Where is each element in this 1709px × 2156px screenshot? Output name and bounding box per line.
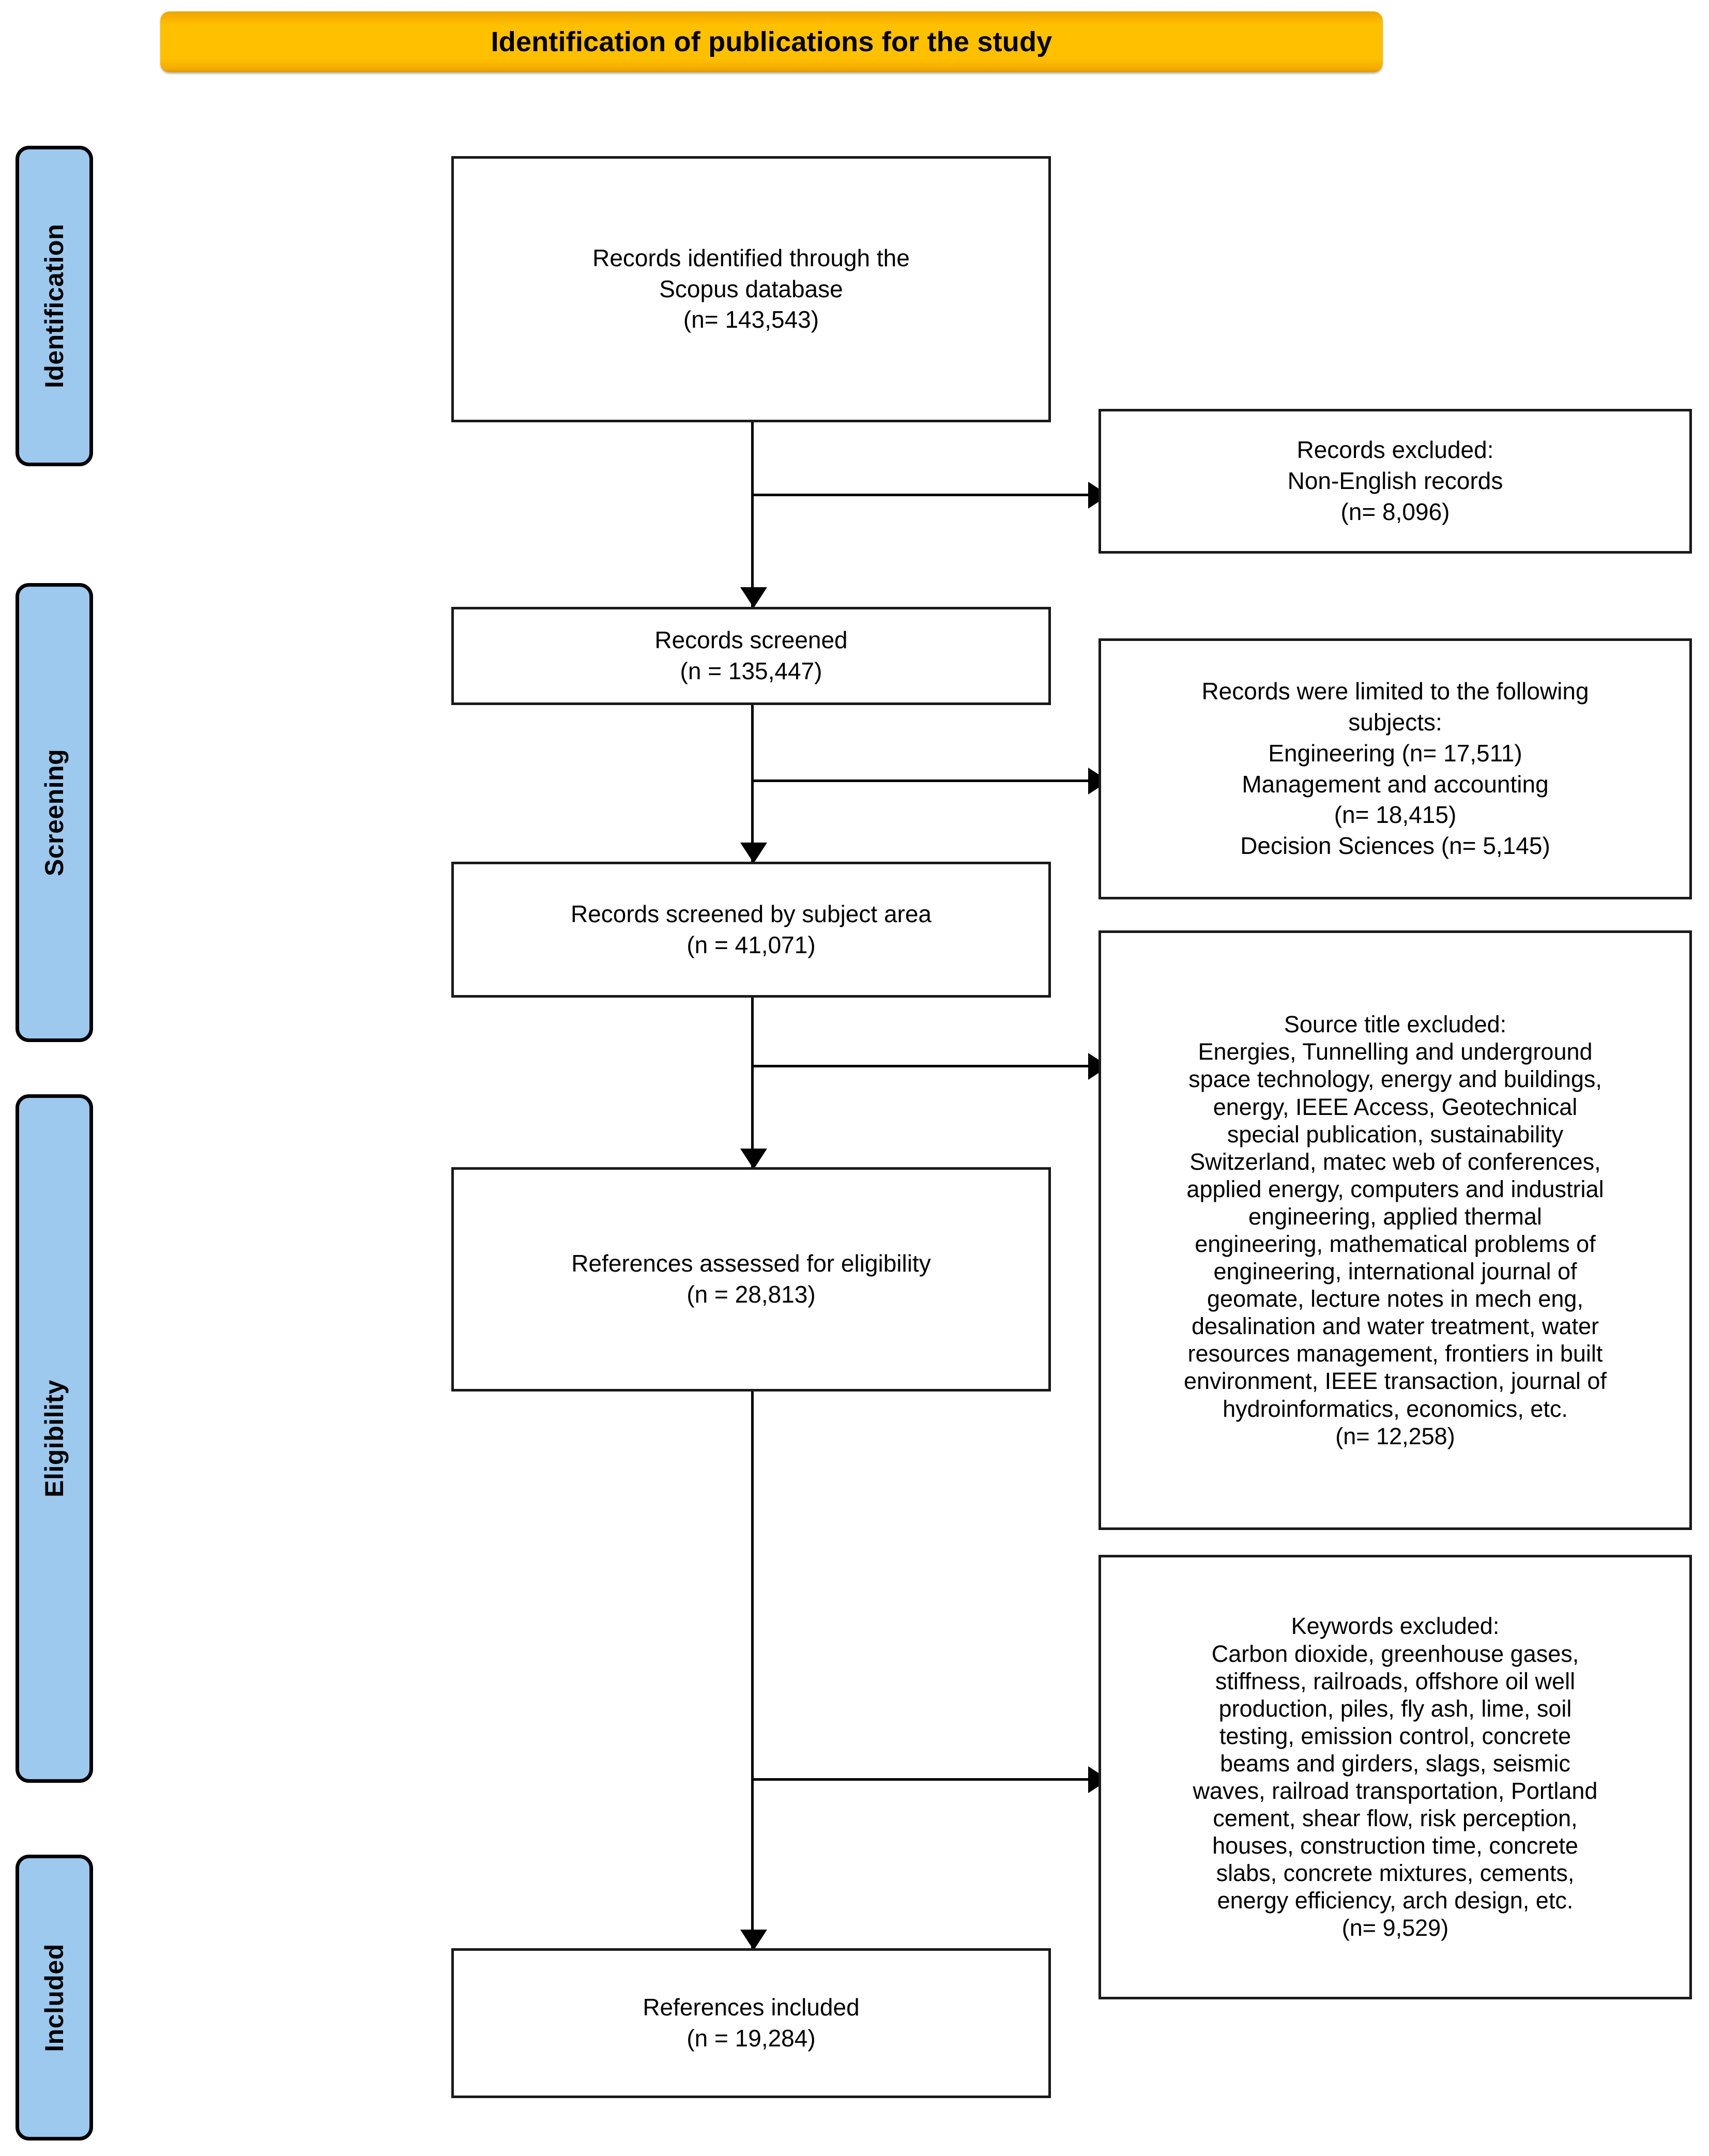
connector-assessed-to-included xyxy=(751,1390,754,1950)
arrowhead-to-screened xyxy=(740,587,767,608)
box-references-included-text: References included (n = 19,284) xyxy=(643,1994,860,2052)
box-records-screened-text: Records screened (n = 135,447) xyxy=(654,626,848,684)
box-references-assessed: References assessed for eligibility (n =… xyxy=(451,1167,1051,1392)
box-records-screened-by-subject-area-text: Records screened by subject area (n = 41… xyxy=(570,900,932,958)
box-records-screened: Records screened (n = 135,447) xyxy=(451,607,1051,705)
stage-bar-included: Included xyxy=(16,1855,93,2140)
arrowhead-to-assessed xyxy=(740,1149,767,1169)
stage-label-identification: Identification xyxy=(40,223,69,389)
stage-bar-eligibility: Eligibility xyxy=(16,1094,93,1783)
box-source-title-excluded: Source title excluded: Energies, Tunnell… xyxy=(1098,930,1692,1530)
box-keywords-excluded: Keywords excluded: Carbon dioxide, green… xyxy=(1098,1555,1692,1999)
connector-subject-area-to-assessed xyxy=(751,997,754,1170)
box-references-assessed-text: References assessed for eligibility (n =… xyxy=(571,1250,931,1308)
box-records-limited-to-subjects: Records were limited to the following su… xyxy=(1098,638,1692,899)
box-source-title-excluded-text: Source title excluded: Energies, Tunnell… xyxy=(1184,1011,1607,1449)
box-keywords-excluded-text: Keywords excluded: Carbon dioxide, green… xyxy=(1193,1613,1598,1941)
diagram-title-banner: Identification of publications for the s… xyxy=(160,11,1383,72)
box-records-excluded-non-english: Records excluded: Non-English records (n… xyxy=(1098,409,1692,554)
box-records-limited-to-subjects-text: Records were limited to the following su… xyxy=(1201,678,1589,860)
connector-subject-area-to-source-titles xyxy=(751,1065,1108,1067)
connector-identified-to-screened xyxy=(751,422,754,608)
box-references-included: References included (n = 19,284) xyxy=(451,1948,1051,2098)
stage-label-included: Included xyxy=(40,1943,69,2052)
connector-screened-to-subjects xyxy=(751,779,1108,782)
stage-label-screening: Screening xyxy=(40,748,69,877)
stage-label-eligibility: Eligibility xyxy=(40,1380,69,1497)
connector-assessed-to-keywords xyxy=(751,1778,1108,1781)
arrowhead-to-included xyxy=(740,1930,767,1950)
connector-identified-to-non-english xyxy=(751,494,1108,496)
stage-bar-identification: Identification xyxy=(16,146,93,466)
connector-screened-to-subject-area xyxy=(751,704,754,864)
box-records-identified: Records identified through the Scopus da… xyxy=(451,156,1051,422)
box-records-screened-by-subject-area: Records screened by subject area (n = 41… xyxy=(451,862,1051,998)
arrowhead-to-subject-area xyxy=(740,843,767,863)
box-records-excluded-non-english-text: Records excluded: Non-English records (n… xyxy=(1287,436,1503,525)
stage-bar-screening: Screening xyxy=(16,583,93,1042)
page-title: Identification of publications for the s… xyxy=(491,26,1052,57)
box-records-identified-text: Records identified through the Scopus da… xyxy=(592,244,910,333)
